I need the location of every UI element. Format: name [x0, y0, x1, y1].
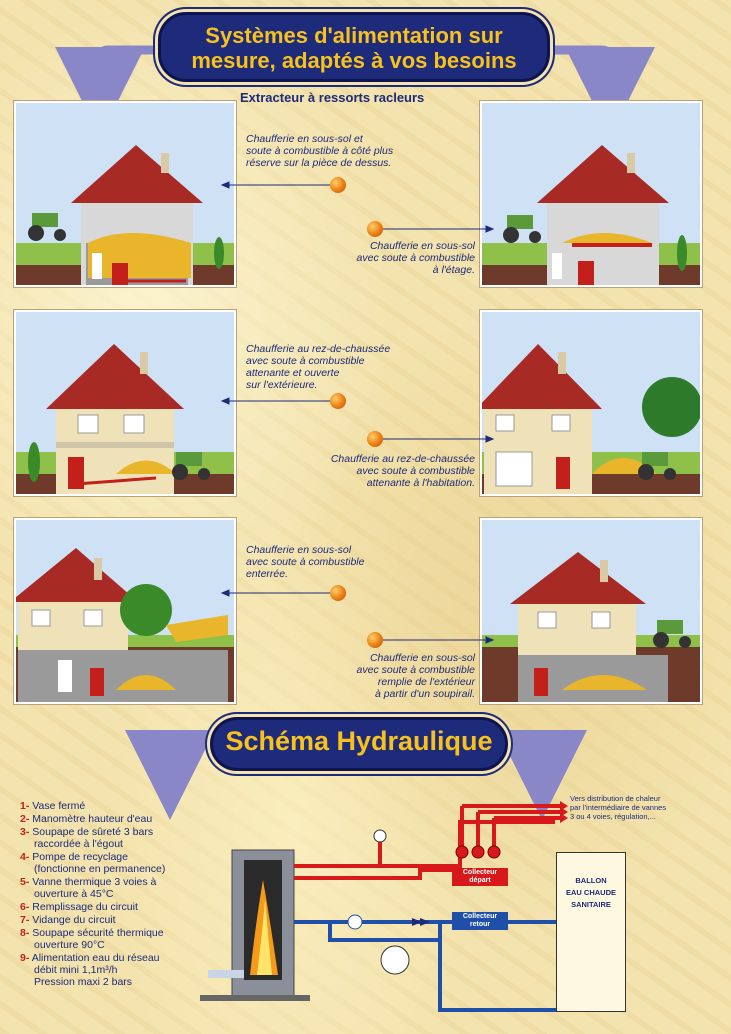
collecteur-depart-box — [452, 868, 508, 886]
title-line-1: Systèmes d'alimentation sur — [205, 23, 503, 48]
hydraulic-legend: 1- Vase fermé 2- Manomètre hauteur d'eau… — [20, 800, 165, 989]
manometer — [373, 829, 387, 843]
caption-marker-6 — [367, 632, 383, 648]
house-illustration-4 — [480, 310, 702, 496]
title-line-2: mesure, adaptés à vos besoins — [191, 48, 517, 73]
house-illustration-6 — [480, 518, 702, 704]
legend-item-7: 7- Vidange du circuit — [20, 914, 116, 926]
collecteur-retour-box — [452, 912, 508, 930]
main-title-banner: Systèmes d'alimentation sur mesure, adap… — [158, 12, 550, 82]
arrow-left-bottom — [125, 730, 215, 820]
expansion-vessel — [380, 945, 410, 975]
arrow-left-top — [55, 45, 160, 137]
caption-marker-5 — [330, 585, 346, 601]
house-illustration-3 — [14, 310, 236, 496]
house-illustration-1 — [14, 101, 236, 287]
legend-item-6: 6- Remplissage du circuit — [20, 901, 138, 913]
caption-marker-1 — [330, 177, 346, 193]
caption-marker-4 — [367, 431, 383, 447]
arrow-right-bottom — [497, 730, 587, 820]
legend-item-2: 2- Manomètre hauteur d'eau — [20, 813, 153, 825]
section-title-banner: Schéma Hydraulique — [210, 717, 508, 771]
house-illustration-5 — [14, 518, 236, 704]
legend-item-4: 4- Pompe de recyclage(fonctionne en perm… — [20, 851, 166, 875]
legend-item-1: 1- Vase fermé — [20, 800, 86, 812]
subtitle: Extracteur à ressorts racleurs — [240, 90, 425, 105]
house-illustration-2 — [480, 101, 702, 287]
caption-marker-2 — [367, 221, 383, 237]
arrow-right-top — [550, 45, 655, 137]
caption-marker-3 — [330, 393, 346, 409]
